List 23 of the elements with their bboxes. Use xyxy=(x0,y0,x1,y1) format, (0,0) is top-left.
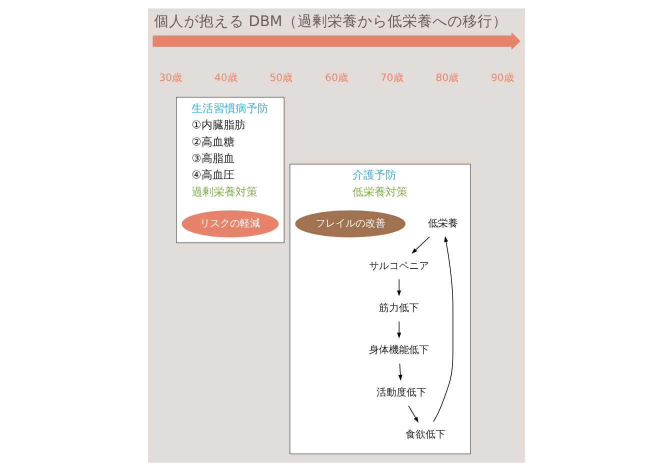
node-text: 低栄養 xyxy=(427,218,458,230)
label: 60歳 xyxy=(324,72,348,84)
node-text: 筋力低下 xyxy=(378,302,419,314)
node-ellipse: リスクの軽減 xyxy=(181,210,278,238)
arrow xyxy=(408,406,418,423)
label: 40歳 xyxy=(214,72,237,84)
node-text: サルコペニア xyxy=(368,260,429,272)
label: 30歳 xyxy=(158,72,182,84)
arrow xyxy=(411,236,430,254)
arrow xyxy=(396,278,401,296)
arrow xyxy=(398,363,402,381)
node-text: 活動度低下 xyxy=(376,387,426,398)
node-text: 食欲低下 xyxy=(404,430,445,441)
label: 80歳 xyxy=(435,72,458,84)
node-arrow xyxy=(152,32,520,50)
arrow xyxy=(432,236,453,422)
node-ellipse: フレイルの改善 xyxy=(294,210,405,238)
label: 90歳 xyxy=(490,72,514,84)
node-text: 身体機能低下 xyxy=(368,345,429,356)
diagram-title: 個人が抱える DBM（過剰栄養から低栄養への移行） xyxy=(154,12,507,30)
label: 70歳 xyxy=(380,72,403,84)
arrow xyxy=(396,321,401,338)
label: 50歳 xyxy=(269,72,292,84)
